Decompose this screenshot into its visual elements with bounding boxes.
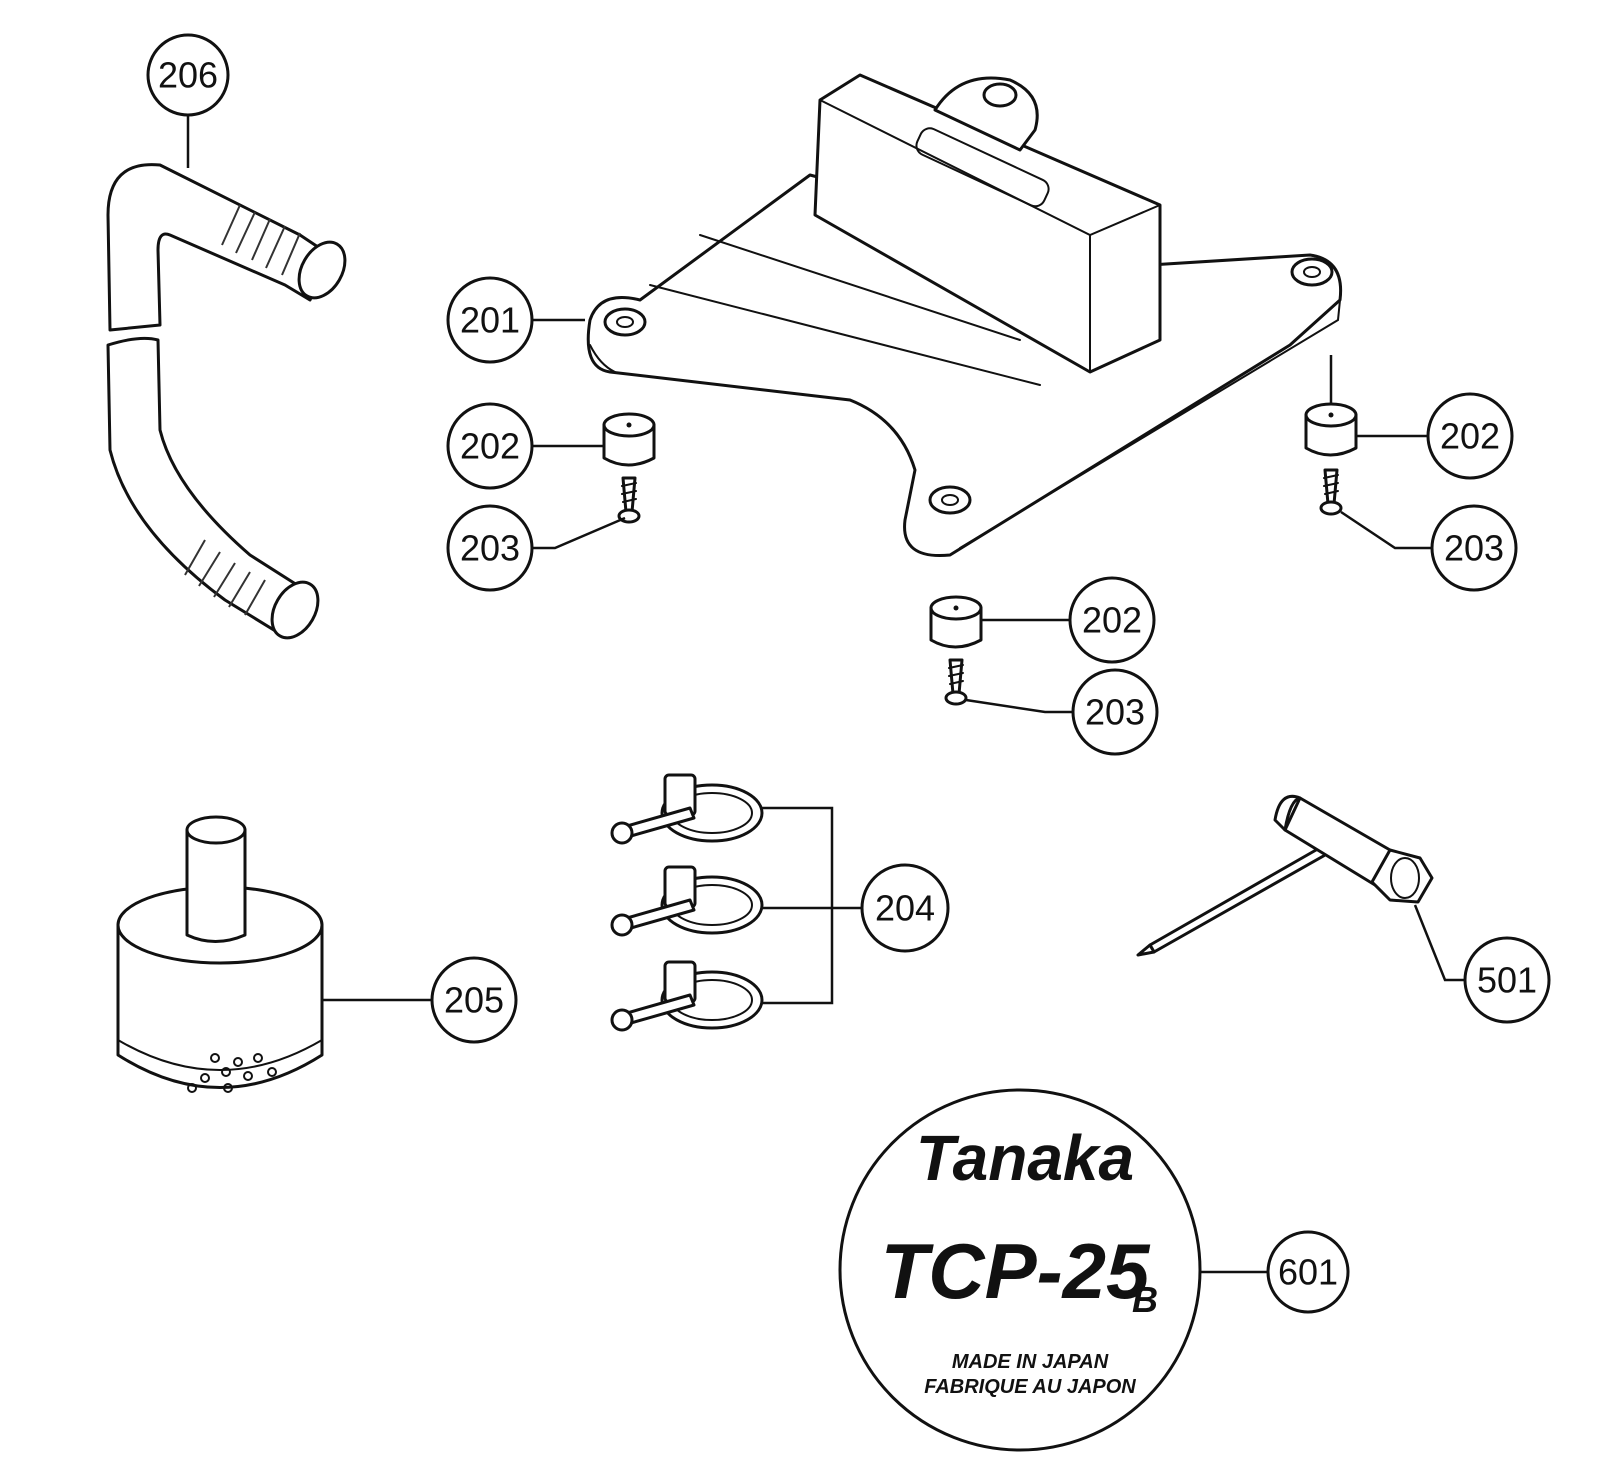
callout-202-left: 202 xyxy=(446,402,534,490)
svg-text:601: 601 xyxy=(1278,1252,1338,1293)
callout-204: 204 xyxy=(860,863,950,953)
callout-601: 601 xyxy=(1266,1230,1350,1314)
filter-205 xyxy=(116,815,324,1093)
rubber-foot-202-right xyxy=(1304,402,1358,457)
base-plate-201 xyxy=(586,73,1343,558)
svg-text:201: 201 xyxy=(460,300,520,341)
callout-203-bottom: 203 xyxy=(1071,668,1159,756)
callout-201: 201 xyxy=(446,276,534,364)
rubber-foot-202-left xyxy=(602,412,656,467)
decal-origin-fr: FABRIQUE AU JAPON xyxy=(924,1376,1136,1398)
callout-205: 205 xyxy=(430,956,518,1044)
callout-203-right: 203 xyxy=(1430,504,1518,592)
wrench-501 xyxy=(1136,794,1434,957)
screw-203-right xyxy=(1319,468,1343,516)
svg-text:203: 203 xyxy=(460,528,520,569)
callout-206: 206 xyxy=(146,33,230,117)
decal-origin-en: MADE IN JAPAN xyxy=(952,1351,1109,1373)
callout-501: 501 xyxy=(1463,936,1551,1024)
svg-text:202: 202 xyxy=(1082,600,1142,641)
hose-206 xyxy=(106,163,347,640)
decal-brand: Tanaka xyxy=(916,1122,1134,1194)
svg-text:205: 205 xyxy=(444,980,504,1021)
rubber-foot-202-bottom xyxy=(929,595,983,649)
decal-601: Tanaka TCP-25 B MADE IN JAPAN FABRIQUE A… xyxy=(838,1088,1202,1452)
screw-203-bottom xyxy=(944,658,968,706)
hose-clamps-204 xyxy=(610,773,764,1032)
svg-text:204: 204 xyxy=(875,888,935,929)
callout-202-right: 202 xyxy=(1426,392,1514,480)
svg-text:203: 203 xyxy=(1444,528,1504,569)
svg-text:202: 202 xyxy=(1440,416,1500,457)
decal-model-suffix: B xyxy=(1132,1279,1158,1320)
svg-text:501: 501 xyxy=(1477,960,1537,1001)
decal-model: TCP-25 xyxy=(881,1227,1151,1315)
svg-text:206: 206 xyxy=(158,55,218,96)
callout-202-bottom: 202 xyxy=(1068,576,1156,664)
svg-text:202: 202 xyxy=(460,426,520,467)
screw-203-left xyxy=(617,476,641,524)
svg-text:203: 203 xyxy=(1085,692,1145,733)
callout-203-left: 203 xyxy=(446,504,534,592)
